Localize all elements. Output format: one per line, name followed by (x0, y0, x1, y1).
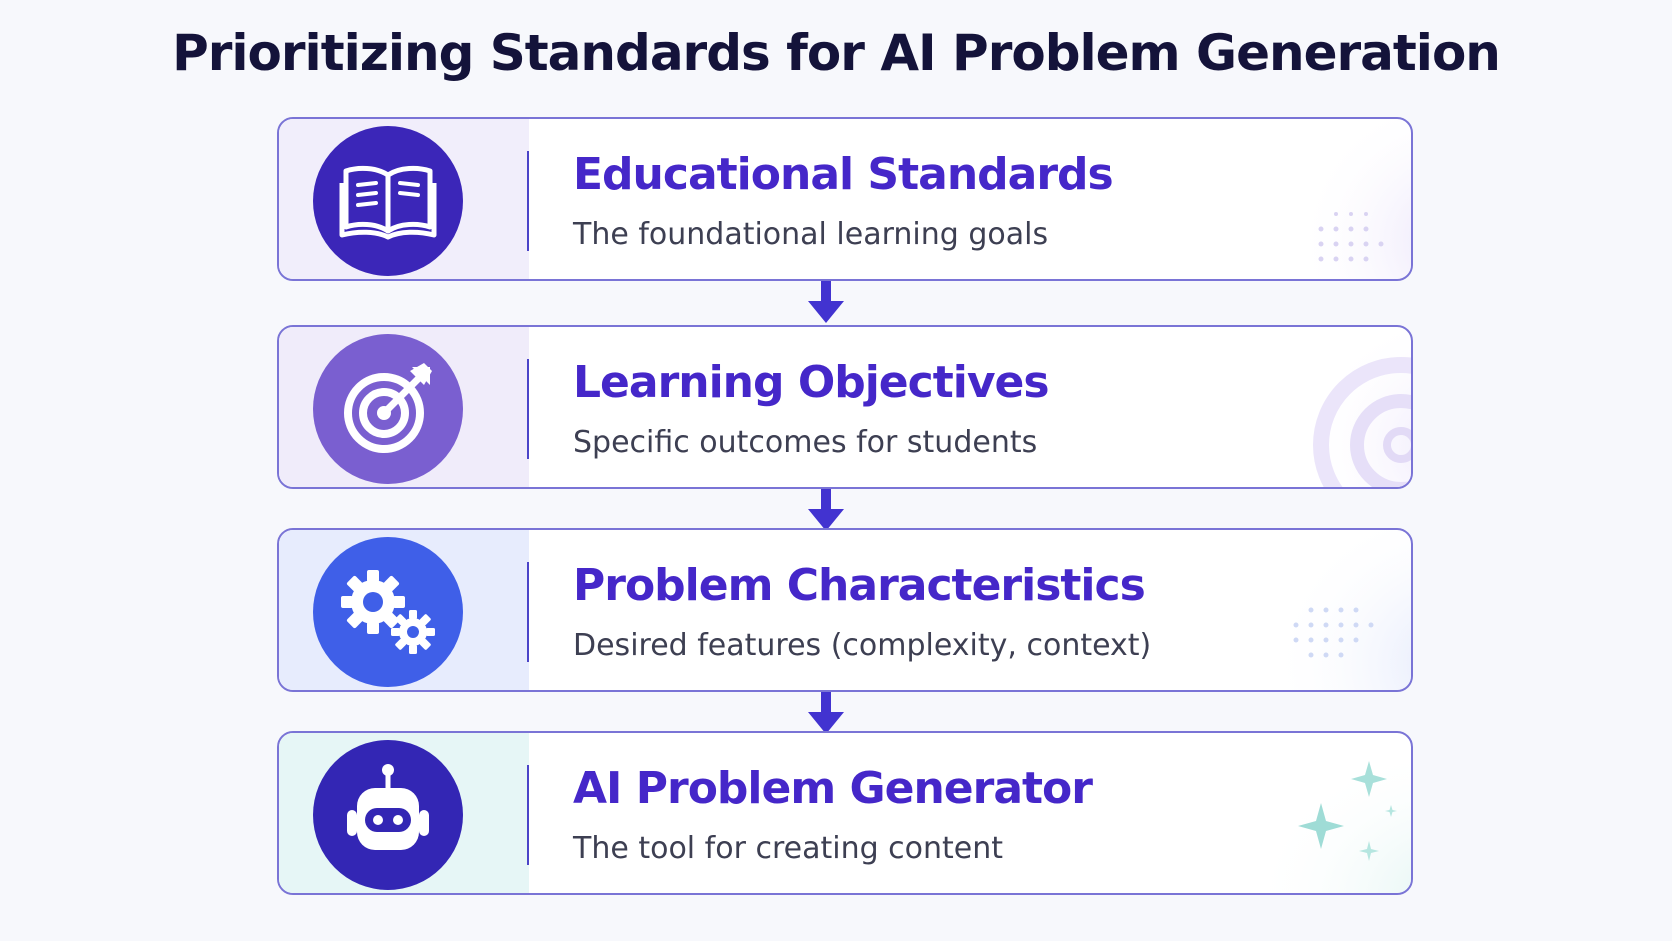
down-arrow-icon (808, 489, 844, 531)
page-title: Prioritizing Standards for AI Problem Ge… (172, 24, 1501, 82)
divider (527, 151, 529, 251)
sparkles-decoration (1221, 743, 1411, 893)
step-subtitle: The tool for creating content (573, 831, 1004, 866)
step-heading: Problem Characteristics (573, 560, 1146, 611)
dots-decoration (1241, 530, 1411, 690)
step-subtitle: Specific outcomes for students (573, 425, 1038, 460)
step-heading: Educational Standards (573, 149, 1114, 200)
robot-icon (313, 740, 463, 890)
divider (527, 562, 529, 662)
dots-decoration (1271, 119, 1411, 279)
step-heading: Learning Objectives (573, 357, 1050, 408)
step-subtitle: Desired features (complexity, context) (573, 628, 1152, 663)
down-arrow-icon (808, 281, 844, 323)
divider (527, 765, 529, 865)
divider (527, 359, 529, 459)
step-card-ai-problem-generator: AI Problem Generator The tool for creati… (277, 731, 1413, 895)
step-heading: AI Problem Generator (573, 763, 1093, 814)
step-card-learning-objectives: Learning Objectives Specific outcomes fo… (277, 325, 1413, 489)
step-subtitle: The foundational learning goals (573, 217, 1049, 252)
gears-icon (313, 537, 463, 687)
down-arrow-icon (808, 692, 844, 734)
target-decoration (1281, 327, 1411, 487)
open-book-icon (313, 126, 463, 276)
target-arrow-icon (313, 334, 463, 484)
step-card-problem-characteristics: Problem Characteristics Desired features… (277, 528, 1413, 692)
step-card-educational-standards: Educational Standards The foundational l… (277, 117, 1413, 281)
